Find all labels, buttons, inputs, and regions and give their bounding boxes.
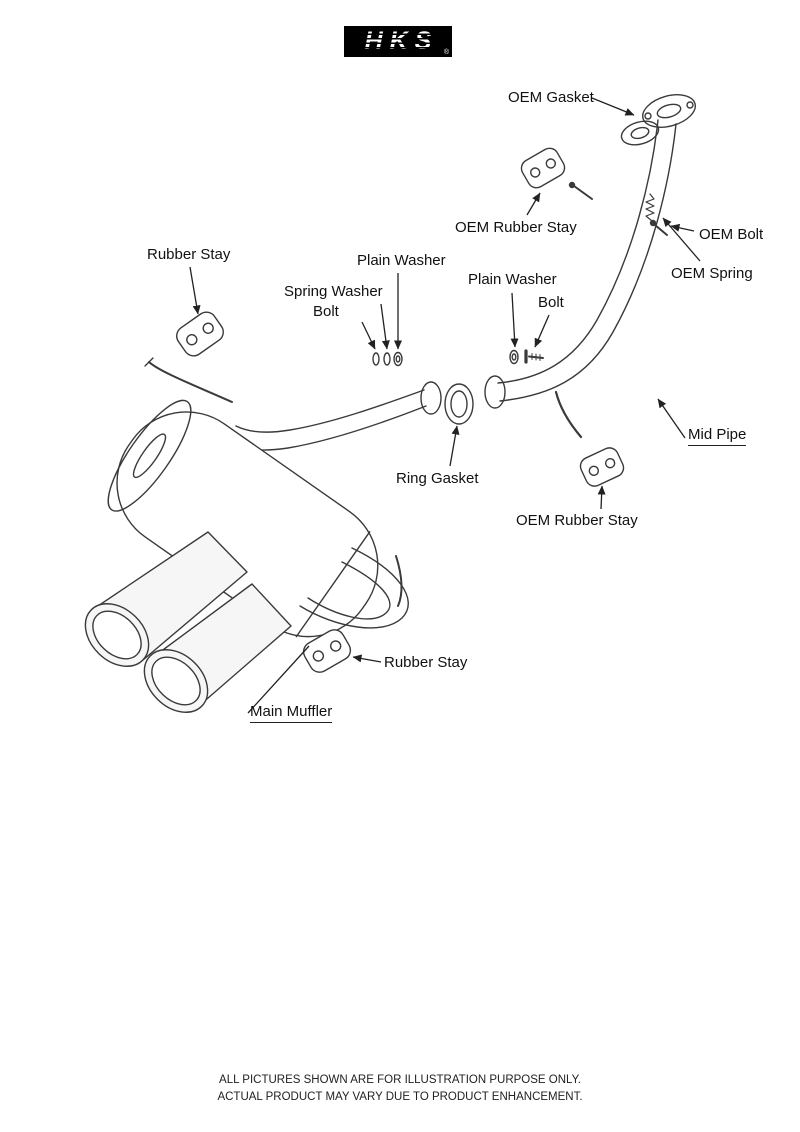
arrow-plain-washer-right xyxy=(510,292,519,348)
label-oem-gasket: OEM Gasket xyxy=(508,89,594,106)
label-ring-gasket: Ring Gasket xyxy=(396,470,479,487)
bolt-washer-right-drawing xyxy=(509,349,544,365)
label-rubber-stay-rear: Rubber Stay xyxy=(384,654,468,671)
arrow-ring-gasket xyxy=(449,425,460,467)
tail-pipe-drawing xyxy=(299,547,409,629)
disclaimer-line-1: ALL PICTURES SHOWN ARE FOR ILLUSTRATION … xyxy=(219,1074,581,1086)
label-bolt-left: Bolt xyxy=(313,303,339,320)
arrow-oem-gasket xyxy=(591,97,635,116)
rubber-stay-rear-drawing xyxy=(302,629,352,673)
label-rubber-stay-front: Rubber Stay xyxy=(147,246,231,263)
inlet-pipe-drawing xyxy=(229,389,427,451)
rear-hanger-rod xyxy=(554,390,583,439)
disclaimer-line-2: ACTUAL PRODUCT MAY VARY DUE TO PRODUCT E… xyxy=(217,1091,583,1103)
arrow-oem-spring xyxy=(662,217,701,262)
disclaimer: ALL PICTURES SHOWN ARE FOR ILLUSTRATION … xyxy=(0,1072,800,1106)
muffler-flange-drawing xyxy=(420,381,442,415)
label-mid-pipe: Mid Pipe xyxy=(688,426,747,446)
rubber-stay-front-drawing xyxy=(176,311,224,357)
oem-flange-drawing xyxy=(642,94,696,128)
arrow-oem-rubber-stay-top xyxy=(526,192,541,216)
arrow-bolt-right xyxy=(534,314,550,348)
label-oem-spring: OEM Spring xyxy=(671,265,753,282)
arrow-mid-pipe xyxy=(657,398,686,439)
label-spring-washer: Spring Washer xyxy=(284,283,383,300)
arrow-oem-rubber-stay-rear xyxy=(597,485,606,510)
front-hanger-rod xyxy=(144,357,233,403)
arrow-rubber-stay-rear xyxy=(352,654,382,663)
label-plain-washer-left: Plain Washer xyxy=(357,252,446,269)
registered-trademark-symbol: ® xyxy=(443,49,449,56)
oem-bolt-drawing xyxy=(649,219,668,236)
oem-gasket-drawing xyxy=(620,120,660,146)
oem-rubber-stay-rear-drawing xyxy=(579,447,625,487)
hks-logo: HKS ® xyxy=(344,26,452,57)
mid-pipe-drawing xyxy=(484,119,677,439)
arrow-bolt-left xyxy=(361,321,376,350)
exhaust-tips-drawing xyxy=(84,531,292,713)
label-main-muffler: Main Muffler xyxy=(250,703,333,723)
label-bolt-right: Bolt xyxy=(538,294,564,311)
label-oem-rubber-stay-rear: OEM Rubber Stay xyxy=(516,512,638,529)
arrow-oem-bolt xyxy=(670,223,695,232)
hks-logo-stripes xyxy=(344,26,452,57)
oem-rubber-stay-top-drawing xyxy=(520,147,566,189)
main-muffler-leader-line xyxy=(247,645,310,714)
ring-gasket-drawing xyxy=(444,383,474,425)
oem-spring-drawing xyxy=(645,193,655,222)
label-oem-bolt: OEM Bolt xyxy=(699,226,764,243)
label-plain-washer-right: Plain Washer xyxy=(468,271,557,288)
arrow-rubber-stay-front xyxy=(189,266,201,315)
bolt-washers-left-drawing xyxy=(372,351,403,367)
arrow-spring-washer xyxy=(380,303,390,350)
label-oem-rubber-stay-top: OEM Rubber Stay xyxy=(455,219,577,236)
